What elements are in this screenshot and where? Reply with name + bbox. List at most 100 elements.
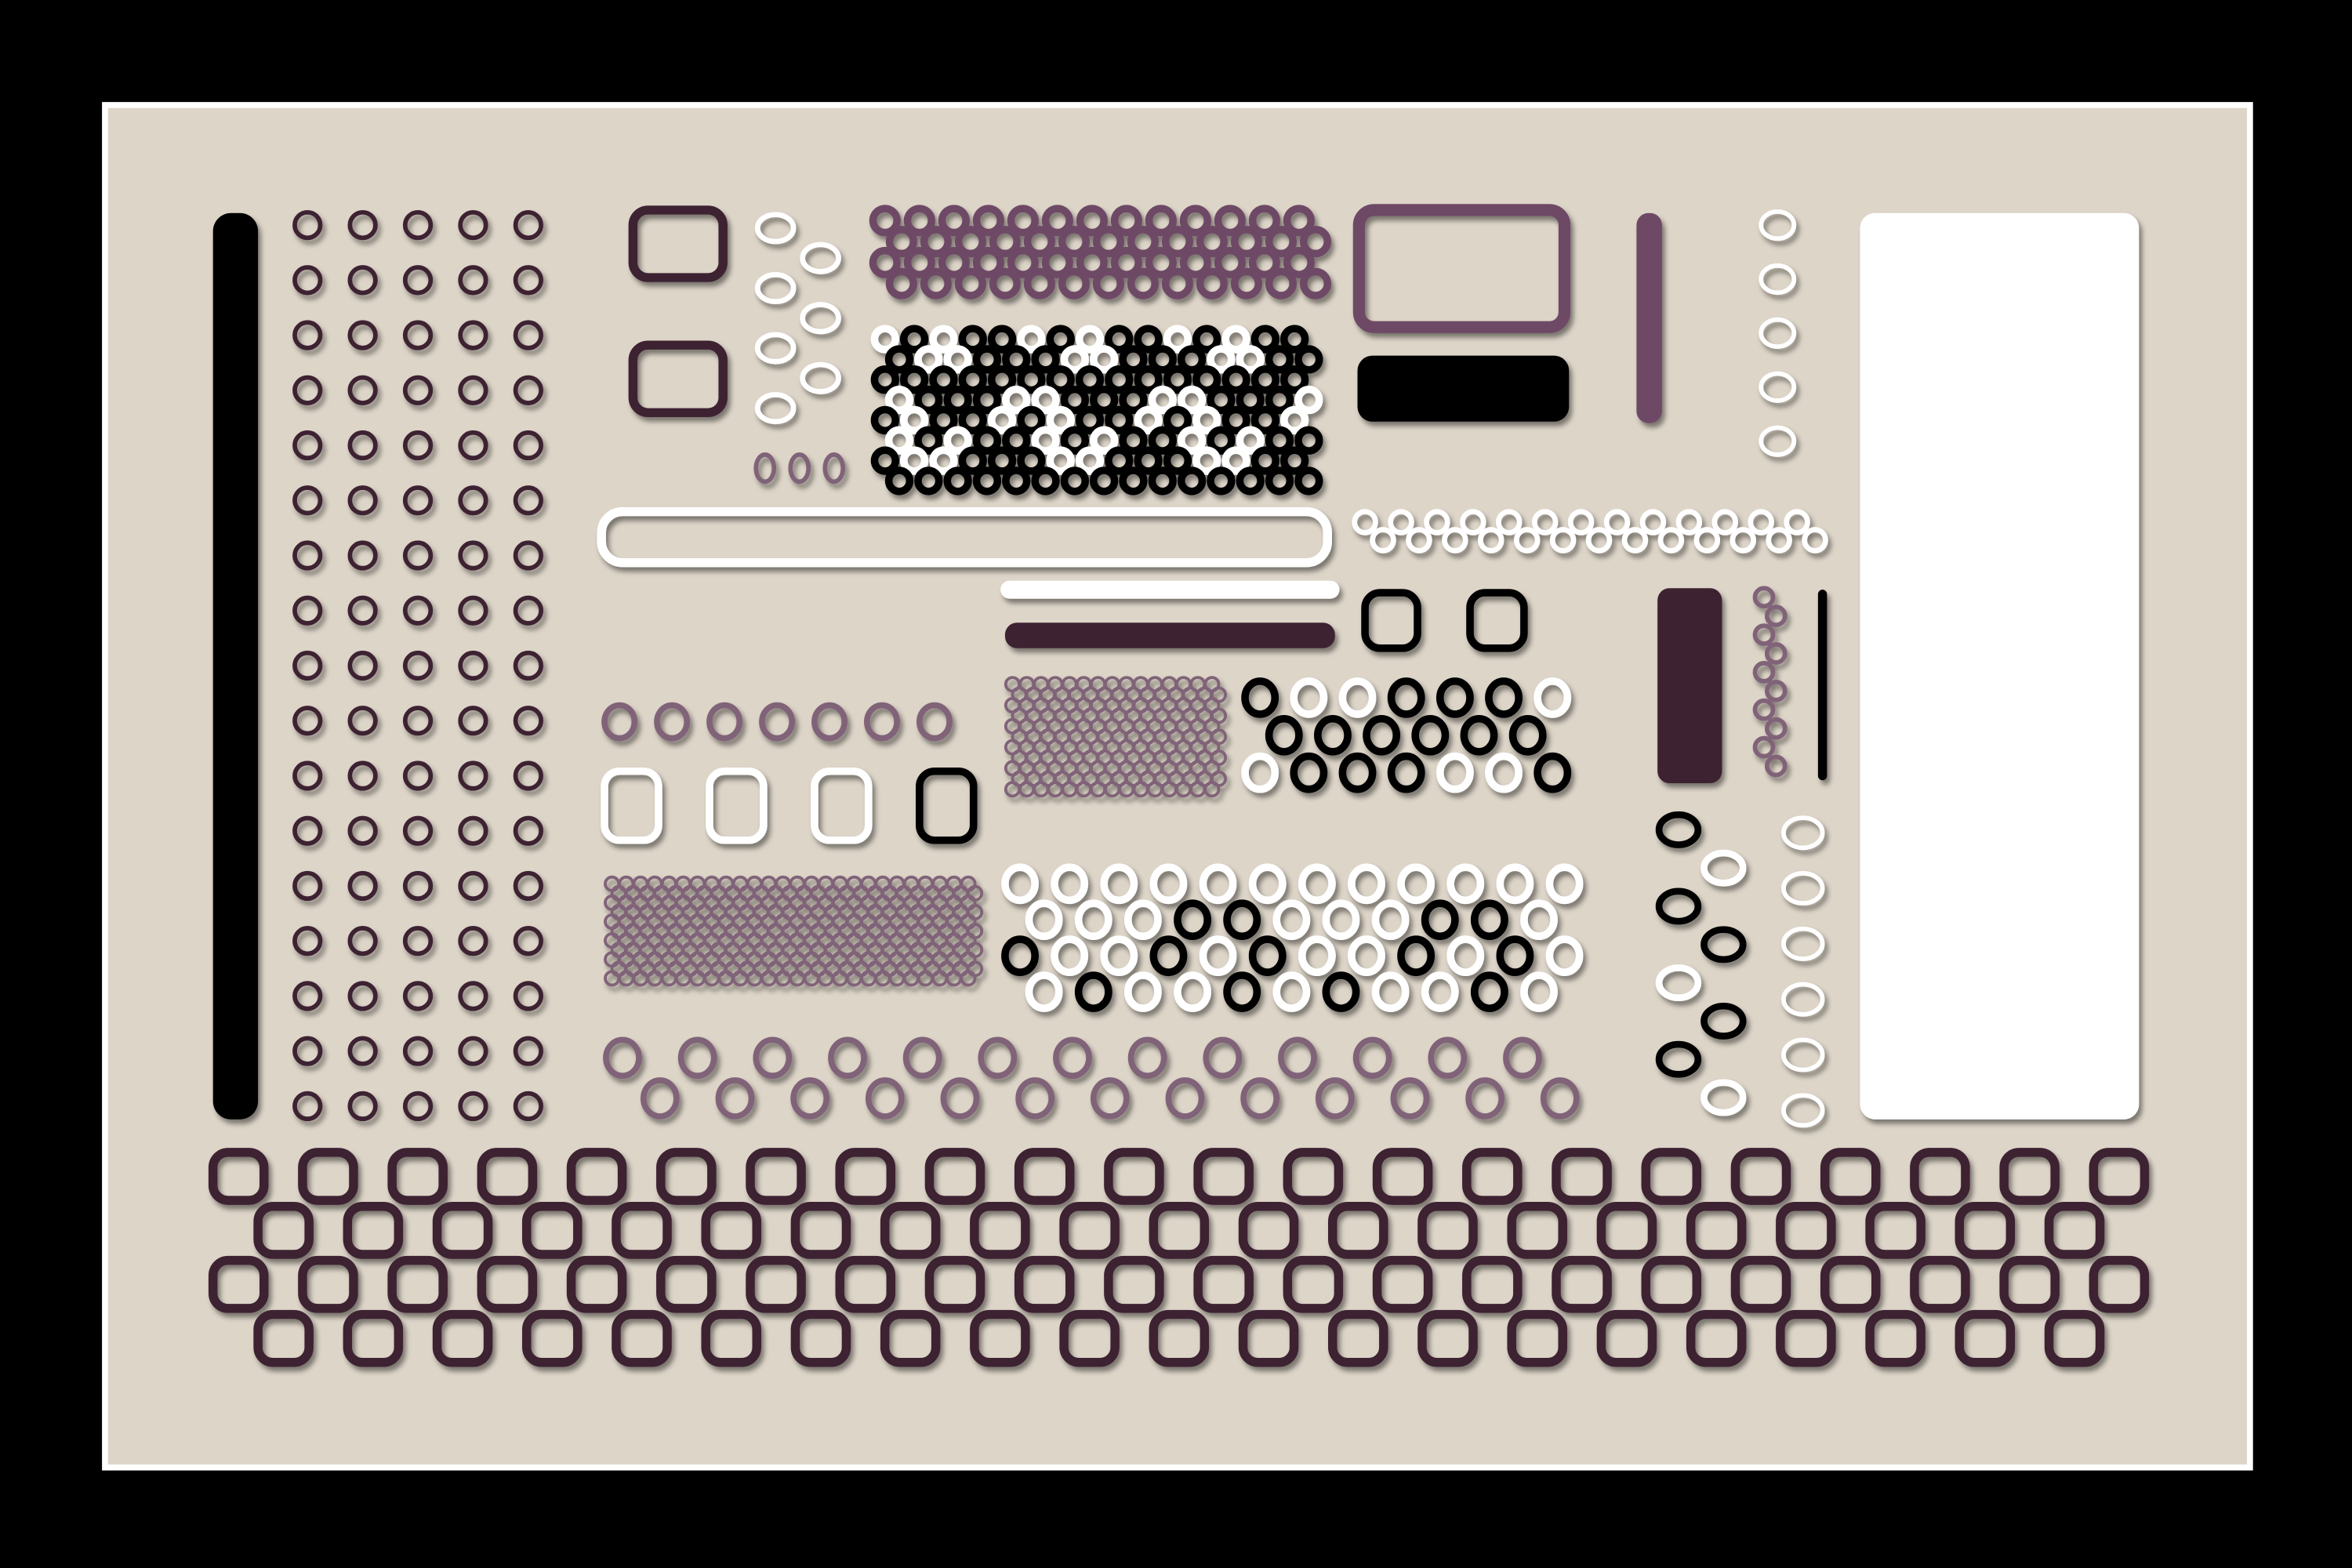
jump-ring bbox=[1075, 365, 1105, 394]
jump-ring bbox=[1248, 205, 1280, 237]
jump-ring bbox=[1545, 935, 1584, 976]
jump-ring bbox=[292, 265, 323, 296]
rectangle-ring bbox=[1462, 1255, 1523, 1313]
jump-ring bbox=[1207, 426, 1236, 455]
jump-ring bbox=[1639, 509, 1667, 535]
jump-ring bbox=[458, 540, 488, 571]
jump-ring bbox=[1290, 677, 1328, 718]
jump-ring bbox=[1421, 899, 1459, 941]
jump-ring bbox=[1041, 205, 1073, 237]
jump-ring bbox=[715, 1077, 755, 1120]
jump-ring bbox=[1076, 205, 1108, 237]
jump-ring bbox=[292, 760, 323, 791]
jump-ring bbox=[987, 325, 1017, 354]
jump-ring bbox=[1177, 466, 1207, 495]
rectangle-ring bbox=[1820, 1148, 1881, 1205]
rectangle-ring bbox=[1730, 1148, 1791, 1205]
rectangle-ring bbox=[343, 1202, 404, 1259]
jump-ring bbox=[1752, 623, 1776, 646]
jump-ring bbox=[1299, 267, 1332, 299]
jump-ring bbox=[1298, 935, 1336, 976]
jump-ring bbox=[1567, 509, 1595, 535]
jump-ring bbox=[1199, 935, 1237, 976]
jump-ring bbox=[1700, 849, 1747, 887]
jump-ring bbox=[347, 760, 378, 791]
jump-ring bbox=[790, 1077, 830, 1120]
jump-ring bbox=[1363, 714, 1401, 756]
jump-ring bbox=[1298, 863, 1336, 905]
jump-ring bbox=[458, 1091, 488, 1122]
jump-ring bbox=[1119, 466, 1148, 495]
jump-ring bbox=[1174, 899, 1211, 941]
jump-ring bbox=[1442, 527, 1468, 554]
jump-ring bbox=[1174, 971, 1211, 1012]
rectangle-ring bbox=[477, 1148, 538, 1205]
jump-ring bbox=[1105, 446, 1134, 475]
jump-ring bbox=[1145, 205, 1177, 237]
jump-ring bbox=[513, 375, 543, 405]
jump-ring bbox=[1105, 325, 1134, 354]
jump-ring bbox=[943, 426, 972, 455]
rectangle-ring bbox=[1283, 1255, 1344, 1313]
solid-bar bbox=[1004, 622, 1335, 648]
jump-ring bbox=[1199, 863, 1237, 905]
rectangle-ring bbox=[1466, 589, 1528, 652]
jump-ring bbox=[1424, 509, 1450, 535]
jump-ring bbox=[1397, 863, 1436, 905]
jump-ring bbox=[754, 212, 797, 245]
jump-ring bbox=[1196, 226, 1229, 258]
jump-ring bbox=[402, 209, 434, 241]
jump-ring bbox=[1145, 246, 1177, 279]
jump-ring bbox=[929, 365, 958, 394]
jump-ring bbox=[347, 375, 378, 405]
rectangle-ring bbox=[343, 1309, 404, 1367]
jump-ring bbox=[1058, 226, 1090, 258]
jump-ring bbox=[1540, 1077, 1580, 1120]
jump-ring bbox=[1421, 971, 1459, 1012]
jump-ring bbox=[864, 702, 900, 742]
rectangle-ring bbox=[1417, 1202, 1478, 1259]
jump-ring bbox=[1279, 325, 1309, 354]
jump-ring bbox=[1531, 509, 1559, 535]
jump-ring bbox=[1100, 863, 1138, 905]
rectangle-ring bbox=[1372, 1255, 1433, 1313]
jump-ring bbox=[1134, 405, 1163, 435]
jump-ring bbox=[1127, 226, 1159, 258]
jump-ring bbox=[1051, 863, 1089, 905]
jump-ring bbox=[916, 702, 953, 742]
jump-ring bbox=[828, 1036, 867, 1080]
rectangle-ring bbox=[790, 1309, 851, 1367]
jump-ring bbox=[402, 926, 434, 956]
jump-ring bbox=[1460, 714, 1498, 756]
rectangle-ring bbox=[1328, 1309, 1388, 1367]
jump-ring bbox=[1207, 345, 1236, 374]
jump-ring bbox=[1017, 325, 1046, 354]
jump-ring bbox=[1348, 863, 1385, 905]
jump-ring bbox=[914, 385, 943, 415]
jump-ring bbox=[989, 267, 1021, 299]
jump-ring bbox=[1240, 1077, 1280, 1120]
jump-ring bbox=[1322, 971, 1360, 1012]
jump-ring bbox=[1545, 863, 1584, 905]
jump-ring bbox=[1046, 405, 1075, 435]
jump-ring bbox=[1520, 971, 1558, 1012]
jump-ring bbox=[1001, 935, 1039, 976]
rectangle-ring bbox=[924, 1255, 985, 1313]
jump-ring bbox=[1290, 752, 1328, 793]
jump-ring bbox=[402, 595, 434, 626]
jump-ring bbox=[292, 870, 323, 902]
jump-ring bbox=[1764, 717, 1788, 740]
jump-ring bbox=[347, 595, 378, 626]
jump-ring bbox=[987, 446, 1017, 475]
jump-ring bbox=[1265, 267, 1298, 299]
jump-ring bbox=[1711, 509, 1738, 535]
jump-ring bbox=[870, 446, 900, 475]
jump-ring bbox=[347, 320, 378, 350]
jump-ring bbox=[1436, 677, 1474, 718]
rectangle-ring bbox=[1149, 1309, 1210, 1367]
jump-ring bbox=[458, 485, 488, 516]
jump-ring bbox=[1496, 509, 1523, 535]
rectangle-ring bbox=[2044, 1202, 2105, 1259]
jump-ring bbox=[1397, 935, 1436, 976]
jump-ring bbox=[1279, 365, 1309, 394]
